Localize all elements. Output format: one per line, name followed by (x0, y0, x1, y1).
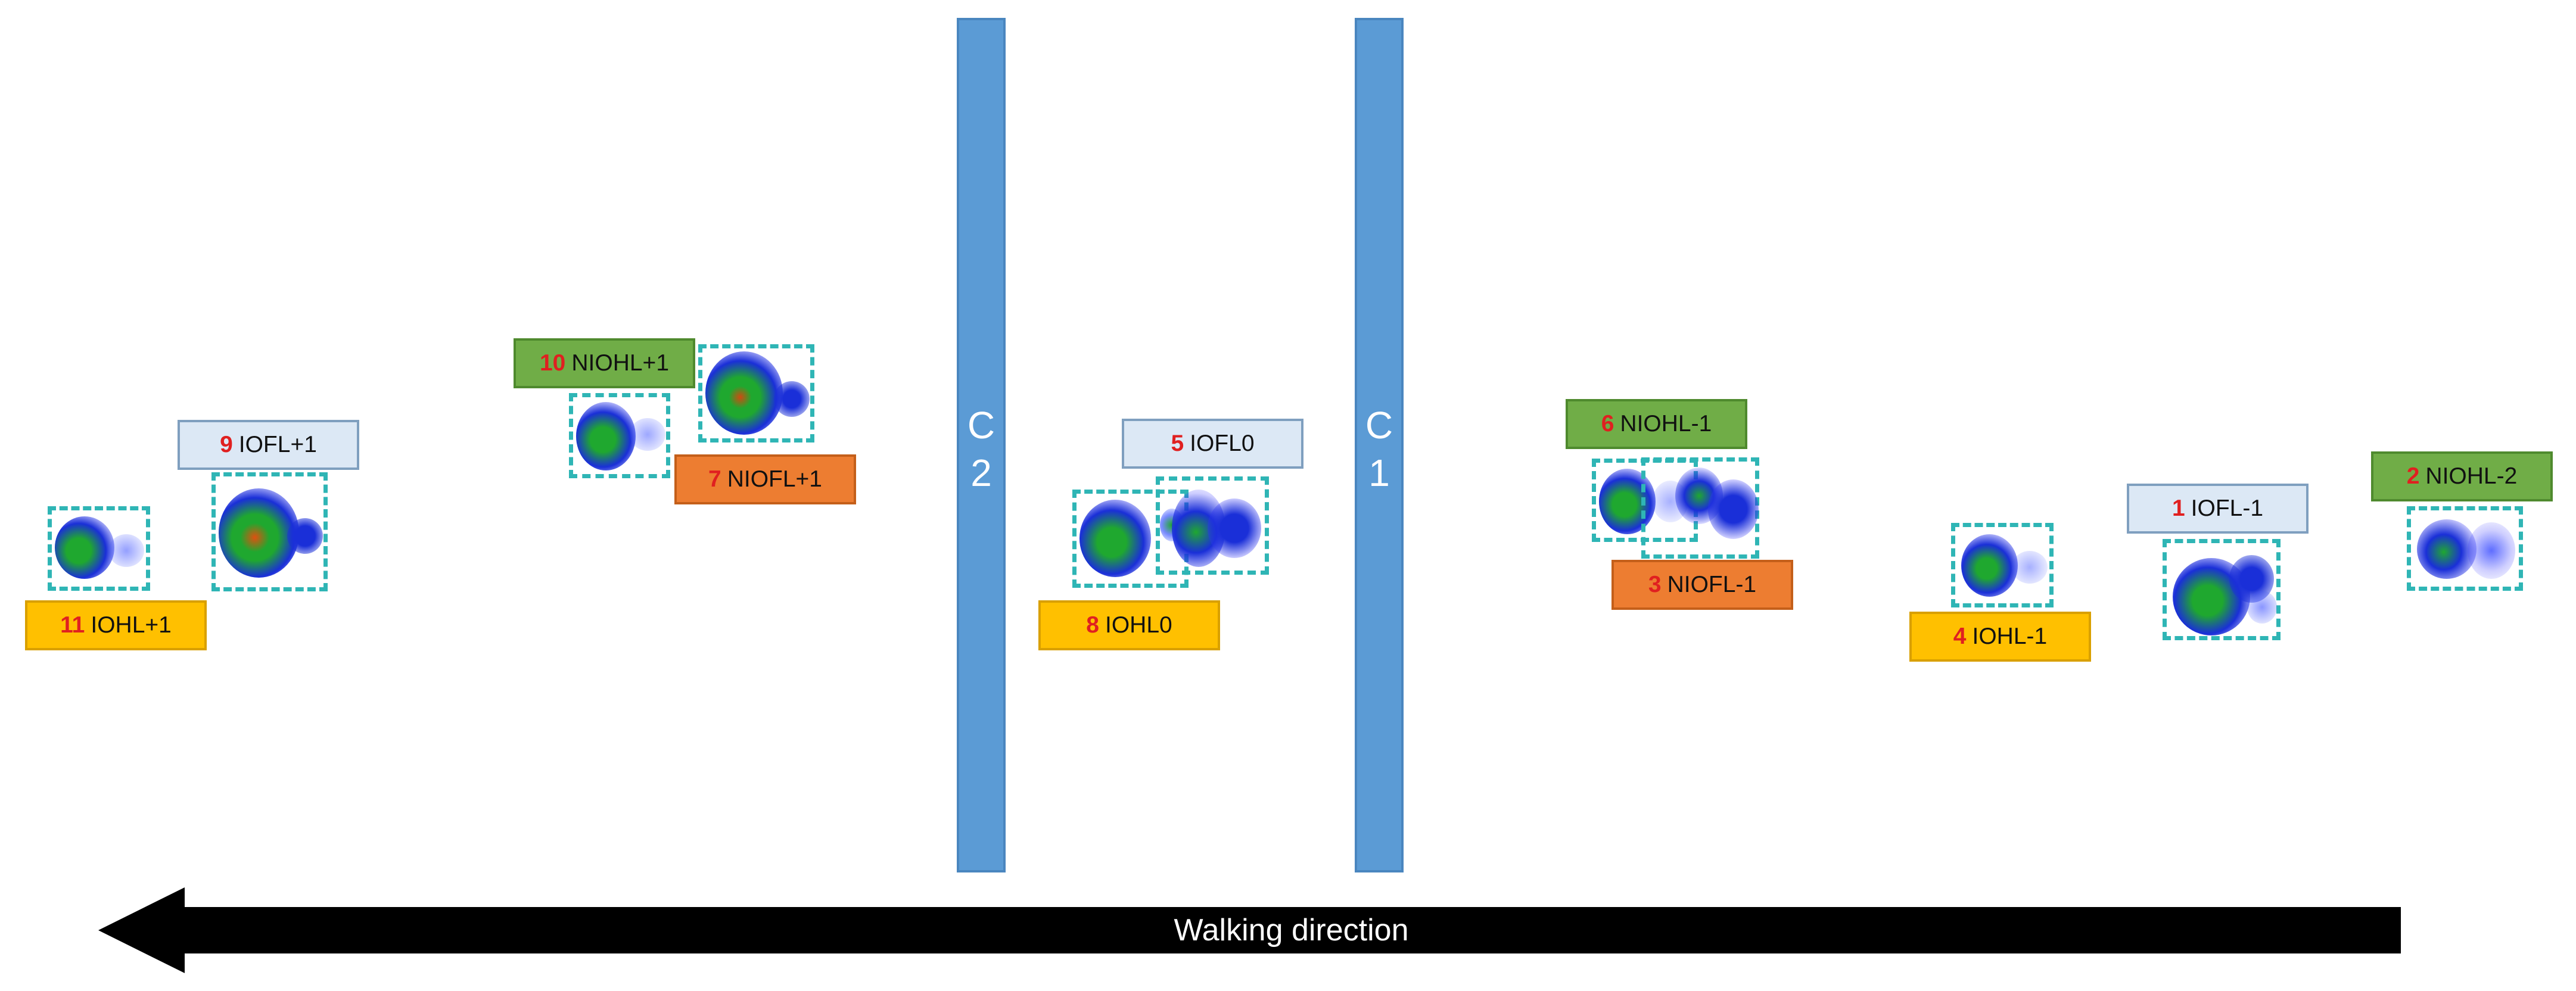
walking-direction-arrow (182, 907, 2401, 953)
pressure-blob (55, 516, 114, 579)
pressure-blob (1708, 479, 1759, 539)
pressure-blob (108, 534, 144, 567)
pressure-blob (1208, 498, 1261, 558)
footprint-box-3 (1641, 457, 1759, 559)
footprint-box-10 (569, 393, 670, 478)
footprint-box-2 (2407, 506, 2523, 591)
footprint-box-4 (1951, 523, 2054, 607)
arrow-head-icon (98, 887, 185, 973)
walking-direction-label: Walking direction (1174, 913, 1409, 948)
column-c1-label: C 1 (1365, 404, 1393, 494)
pressure-blob (1599, 469, 1656, 534)
pressure-blob (1079, 500, 1151, 577)
pressure-blob (219, 488, 299, 578)
footprint-box-9 (211, 472, 328, 591)
footprint-box-7 (698, 344, 814, 442)
pressure-blob (705, 351, 783, 435)
pressure-blob (774, 381, 810, 417)
pressure-blob (2012, 551, 2048, 584)
pressure-blob (576, 402, 636, 470)
column-c2: C 2 (957, 18, 1006, 872)
pressure-blob (630, 418, 665, 451)
pressure-blob (2247, 591, 2277, 624)
pressure-blob (1961, 534, 2018, 597)
footprint-box-11 (48, 506, 150, 591)
column-c1: C 1 (1355, 18, 1404, 872)
footprint-box-5 (1156, 476, 1269, 575)
pressure-blob (2417, 519, 2477, 579)
footprint-box-1 (2163, 539, 2281, 640)
column-c2-label: C 2 (967, 404, 995, 494)
pressure-blob (2468, 522, 2515, 579)
pressure-blob (287, 518, 323, 554)
